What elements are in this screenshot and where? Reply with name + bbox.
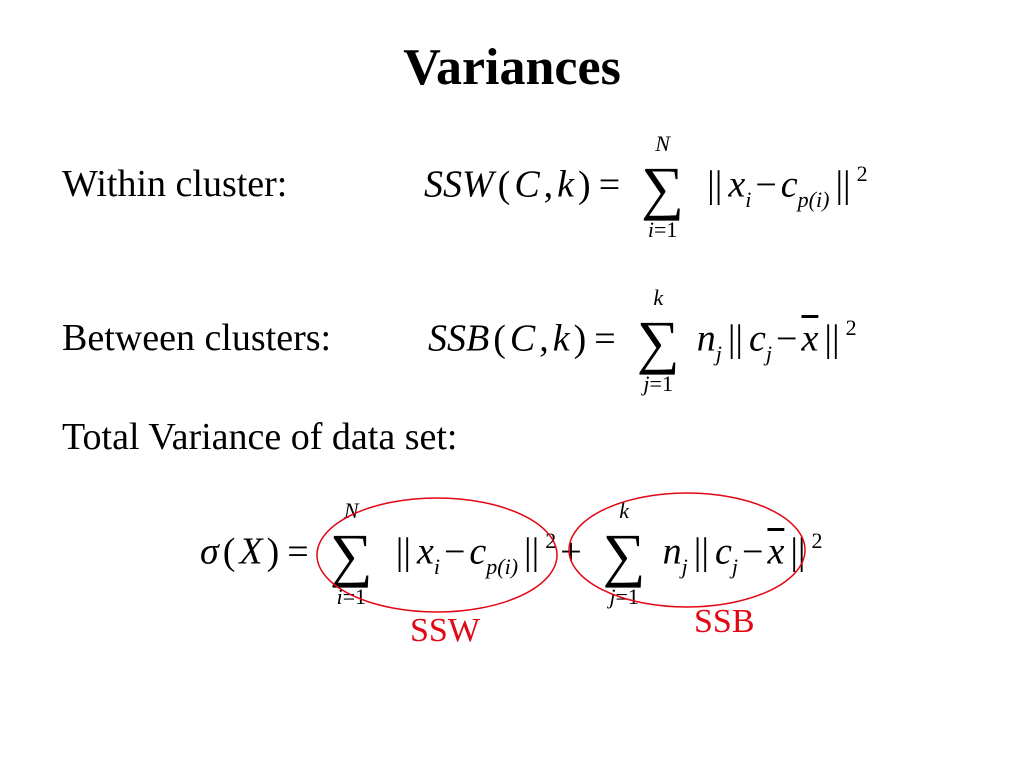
slide-title: Variances [403, 39, 621, 96]
ssw-formula: SSW(C,k)= N ∑ i=1 ||xi−cp(i)||2 [424, 131, 868, 242]
sum-symbol: k ∑ j=1 [602, 498, 646, 609]
sum-symbol: k ∑ j=1 [636, 285, 680, 396]
between-clusters-label: Between clusters: [62, 317, 332, 359]
ssw-ellipse [316, 497, 558, 613]
sum-symbol: N ∑ i=1 [641, 131, 685, 242]
ssw-annotation-label: SSW [410, 612, 480, 649]
ssb-ellipse [568, 492, 806, 608]
ssb-annotation-label: SSB [694, 603, 755, 640]
sum-symbol: N ∑ i=1 [329, 498, 373, 609]
within-cluster-label: Within cluster: [62, 163, 288, 205]
ssb-formula: SSB(C,k)= k ∑ j=1 nj||cj−x||2 [428, 285, 857, 396]
total-variance-label: Total Variance of data set: [62, 416, 458, 458]
total-variance-formula: σ(X)= N ∑ i=1 ||xi−cp(i)||2+ k ∑ j=1 nj|… [200, 498, 823, 609]
